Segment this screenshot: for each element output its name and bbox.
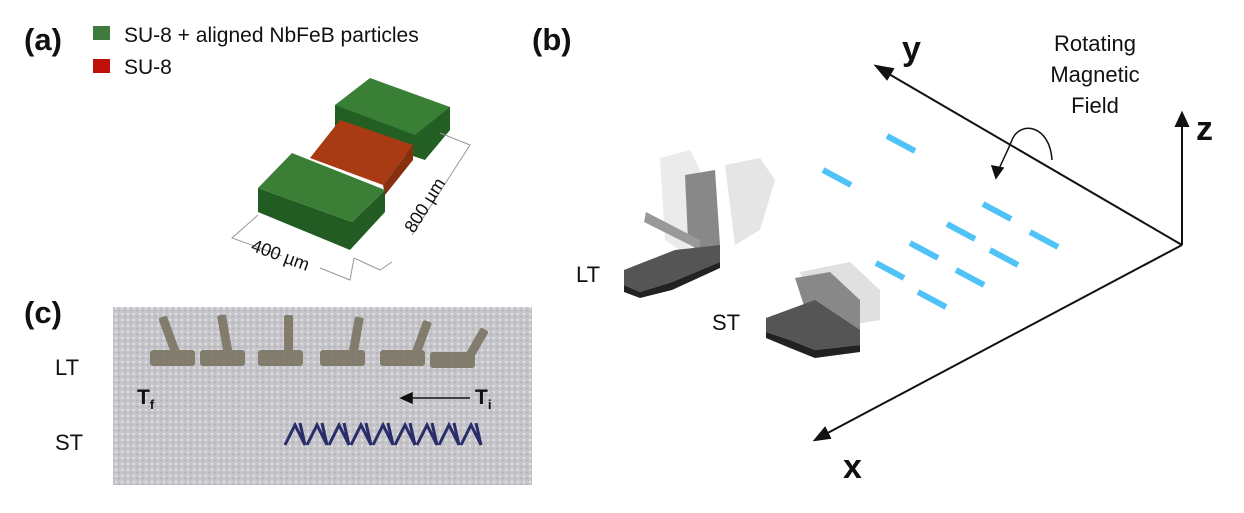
panel-label-b: (b) xyxy=(532,22,572,57)
st-label-b: ST xyxy=(712,310,741,335)
field-line-dash xyxy=(954,267,986,288)
lt-frame-flap xyxy=(411,320,432,359)
lt-frame xyxy=(150,350,195,366)
t-final-sub: f xyxy=(149,397,155,413)
field-label-line: Field xyxy=(1071,93,1119,118)
st-frame xyxy=(283,421,307,446)
field-line-dash xyxy=(908,240,940,261)
lt-frame xyxy=(258,350,303,366)
st-frame xyxy=(415,421,439,446)
su8-middle-side xyxy=(383,145,413,195)
lt-frame-flap xyxy=(462,327,489,364)
y-axis-label: y xyxy=(902,30,921,68)
field-line-dash xyxy=(981,201,1013,222)
field-label: Rotating Magnetic Field xyxy=(1040,28,1150,121)
lt-robot xyxy=(624,150,775,298)
lt-label-b: LT xyxy=(576,262,601,287)
st-frame xyxy=(437,421,461,446)
legend-swatch-red xyxy=(93,59,110,73)
lt-frame xyxy=(200,350,245,366)
lt-photo-sequence xyxy=(150,314,489,368)
lt-frame-flap xyxy=(348,316,364,356)
panel-label-c: (c) xyxy=(24,295,62,330)
lt-frame xyxy=(320,350,365,366)
t-final-base: T xyxy=(137,386,150,409)
microscope-photo xyxy=(113,307,532,485)
back-green-top xyxy=(335,78,450,135)
field-line-dash xyxy=(945,221,977,242)
su8-middle-top xyxy=(310,120,413,185)
st-label-c: ST xyxy=(55,430,84,455)
st-frame xyxy=(371,421,395,446)
rotation-arrow-icon xyxy=(990,127,1053,180)
field-label-line: Magnetic xyxy=(1050,62,1140,87)
st-frame xyxy=(349,421,373,446)
t-initial-sub: i xyxy=(487,397,492,413)
field-line-dash xyxy=(885,133,917,154)
lt-label-c: LT xyxy=(55,355,80,380)
st-frame xyxy=(305,421,329,446)
st-frame xyxy=(459,421,483,446)
field-line-dash xyxy=(874,260,906,281)
magnetic-field-lines xyxy=(821,133,1060,310)
z-axis-label: z xyxy=(1196,110,1213,148)
field-line-dash xyxy=(821,167,853,188)
t-initial-base: T xyxy=(475,386,488,409)
front-green-top xyxy=(258,153,385,222)
z-arrow-icon xyxy=(1174,110,1190,127)
direction-arrow-icon xyxy=(399,391,470,405)
lt-frame-flap xyxy=(217,314,233,353)
st-robot xyxy=(766,262,880,358)
microrobot-3d-model xyxy=(231,78,471,281)
lt-frame xyxy=(430,352,475,368)
st-frame xyxy=(327,421,351,446)
panel-label-a: (a) xyxy=(24,22,62,57)
front-green-side xyxy=(258,188,385,250)
x-axis-label: x xyxy=(843,448,862,486)
legend-label-su8: SU-8 xyxy=(124,56,172,79)
field-line-dash xyxy=(988,247,1020,268)
legend-swatch-green xyxy=(93,26,110,40)
lt-frame-flap xyxy=(284,315,293,353)
dimension-lines xyxy=(231,132,471,281)
lt-frame-flap xyxy=(158,315,180,354)
y-arrow-icon xyxy=(873,64,895,81)
t-final-label: Tf xyxy=(137,386,154,412)
t-initial-label: Ti xyxy=(475,386,491,412)
field-line-dash xyxy=(916,289,948,310)
st-frame xyxy=(393,421,417,446)
field-line-dash xyxy=(1028,229,1060,250)
st-photo-sequence xyxy=(283,421,483,446)
field-label-line: Rotating xyxy=(1054,31,1136,56)
x-arrow-icon xyxy=(812,426,832,442)
legend-label-composite: SU-8 + aligned NbFeB particles xyxy=(124,24,419,47)
coordinate-axes xyxy=(812,64,1190,442)
